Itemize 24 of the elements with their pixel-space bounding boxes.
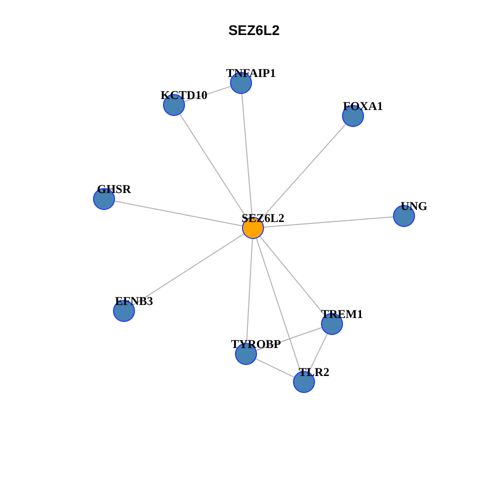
connector-line: [241, 93, 253, 218]
node-label: SEZ6L2: [242, 212, 284, 224]
connector-line: [260, 124, 346, 220]
diagram-title: SEZ6L2: [228, 22, 280, 38]
connector-line: [308, 333, 328, 373]
connector-line: [256, 238, 302, 372]
node-label: TNFAIP1: [226, 67, 276, 79]
node-label: TREM1: [321, 308, 363, 320]
connector-line: [246, 238, 253, 344]
node-label: EFNB3: [115, 295, 153, 307]
connector-line: [114, 200, 243, 226]
connector-line: [184, 86, 232, 102]
connector-line: [179, 114, 248, 220]
node-label: UNG: [400, 200, 428, 212]
node-label: GHSR: [97, 183, 131, 195]
connector-line: [255, 358, 295, 378]
connector-line: [132, 233, 244, 306]
node-label: KCTD10: [160, 89, 208, 101]
connector-line: [256, 327, 322, 351]
connector-line: [260, 236, 326, 316]
node-label: FOXA1: [343, 100, 383, 112]
node-label: TLR2: [298, 366, 330, 378]
connector-line: [263, 216, 394, 228]
node-label: TYROBP: [231, 338, 281, 350]
